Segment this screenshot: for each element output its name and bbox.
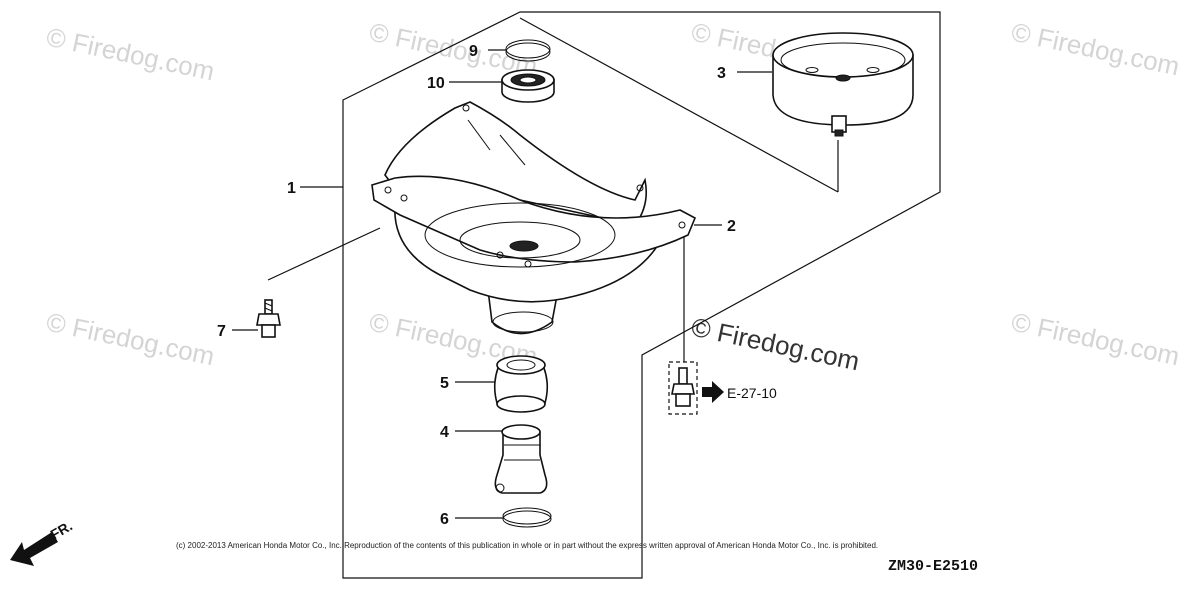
- part-3-drum: [772, 32, 914, 137]
- part-5-grommet: [493, 355, 549, 413]
- part-9-snap-ring: [505, 39, 551, 62]
- part-6-circlip: [502, 507, 552, 528]
- part-1-housing: [371, 101, 697, 335]
- part-screw-ref: [668, 236, 724, 415]
- leader-3-diagonal: [519, 17, 839, 193]
- part-10-bearing: [501, 69, 555, 103]
- callout-10: 10: [427, 75, 445, 92]
- assembly-outline: [342, 11, 941, 579]
- callout-numbers: 9 10 3 1 2 7 5 4 6: [217, 43, 736, 528]
- part-7-bolt: [256, 227, 381, 338]
- reference-arrow-icon: [702, 381, 724, 403]
- watermark-top-left: © Firedog.com: [44, 22, 217, 87]
- callout-2: 2: [727, 218, 736, 235]
- callout-7: 7: [217, 323, 226, 340]
- watermark-bottom-right: © Firedog.com: [1009, 307, 1180, 372]
- reference-label: E-27-10: [727, 385, 777, 401]
- watermark-bottom-left: © Firedog.com: [44, 307, 217, 372]
- diagram-code: ZM30-E2510: [888, 558, 978, 575]
- front-arrow-icon: [10, 532, 58, 566]
- callout-9: 9: [469, 43, 478, 60]
- callout-4: 4: [440, 424, 449, 441]
- callout-1: 1: [287, 180, 296, 197]
- callout-leaders: [232, 49, 772, 519]
- callout-3: 3: [717, 65, 726, 82]
- callout-6: 6: [440, 511, 449, 528]
- front-direction: FR.: [10, 517, 75, 566]
- part-4-holder: [494, 424, 548, 494]
- watermark-center: © Firedog.com: [689, 312, 862, 377]
- copyright-notice: (c) 2002-2013 American Honda Motor Co., …: [176, 541, 878, 550]
- watermark-top-right: © Firedog.com: [1009, 17, 1180, 82]
- callout-5: 5: [440, 375, 449, 392]
- ref-dashed-box: [668, 361, 698, 415]
